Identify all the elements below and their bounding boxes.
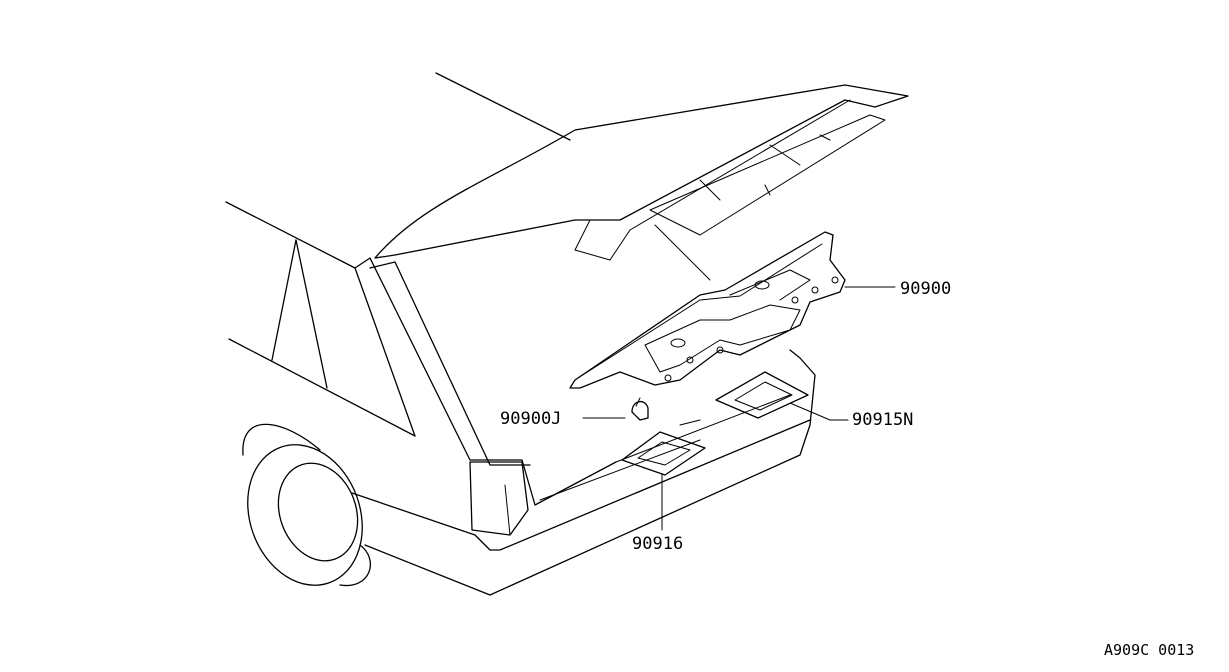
left-pad-part [621,431,706,476]
right-pad-part [715,371,809,419]
leader-90915N [789,402,849,421]
car-body-outline [225,72,816,596]
label-90900: 90900 [900,279,951,299]
label-90900J: 90900J [500,409,561,429]
label-90915N: 90915N [852,410,913,430]
open-tailgate [374,84,909,281]
label-90916: 90916 [632,534,683,554]
clip-part [631,397,649,421]
reference-code: A909C 0013 [1104,641,1194,659]
trim-panel-part [569,231,846,389]
rear-wheel [242,423,371,587]
leader-lines [582,286,896,531]
